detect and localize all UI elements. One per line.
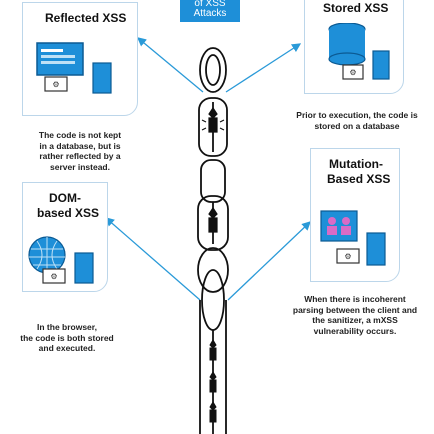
browser-server-icon: ⚙ [36, 42, 112, 94]
arrow-reflected [137, 37, 204, 93]
arrow-stored [225, 43, 302, 93]
svg-text:⚙: ⚙ [344, 252, 351, 261]
arrow-mutation [227, 221, 311, 301]
svg-text:⚙: ⚙ [50, 272, 57, 281]
caption-line: When there is incoherent [304, 294, 406, 304]
stored-xss-title: Stored XSS [323, 1, 389, 15]
caption-line: Prior to execution, the code is [296, 110, 418, 120]
caption-line: vulnerability occurs. [313, 325, 397, 336]
reflected-xss-caption: The code is not kept in a database, but … [20, 130, 140, 172]
mutation-based-xss-box: Mutation- Based XSS ⚙ [310, 148, 400, 282]
bug-icons [201, 106, 225, 423]
mutation-xss-title-line-2: Based XSS [327, 172, 391, 186]
types-of-xss-banner: of XSS Attacks [180, 0, 240, 22]
caption-line: The code is not kept [38, 130, 122, 140]
caption-line: rather reflected by a [39, 151, 121, 161]
globe-server-icon: ⚙ [28, 236, 94, 284]
banner-line-1: of XSS [194, 0, 226, 9]
caption-line: in a database, but is [39, 140, 121, 151]
mutation-xss-caption: When there is incoherent parsing between… [278, 294, 432, 336]
dom-xss-title-line-2: based XSS [37, 206, 100, 220]
dom-xss-caption: In the browser, the code is both stored … [2, 322, 132, 354]
stored-xss-caption: Prior to execution, the code is stored o… [282, 110, 432, 131]
caption-line: and executed. [38, 343, 96, 353]
reflected-xss-box: Reflected XSS ⚙ [22, 2, 138, 116]
dom-xss-title-line-1: DOM- [49, 191, 81, 205]
caption-line: stored on a database [314, 120, 400, 131]
mutation-xss-title-line-1: Mutation- [329, 157, 383, 171]
svg-text:⚙: ⚙ [52, 80, 59, 89]
stored-xss-box: Stored XSS ⚙ [304, 0, 404, 94]
database-icon: ⚙ [328, 23, 390, 80]
caption-line: parsing between the client and [292, 304, 418, 315]
svg-text:⚙: ⚙ [349, 68, 356, 77]
arrow-dom [105, 217, 201, 301]
dom-based-xss-box: DOM- based XSS ⚙ [22, 182, 108, 292]
caption-line: the sanitizer, a mXSS [312, 315, 398, 325]
caption-line: the code is both stored [20, 332, 114, 343]
caption-line: server instead. [49, 161, 110, 172]
reflected-xss-title: Reflected XSS [45, 11, 127, 25]
users-server-icon: ⚙ [320, 210, 386, 266]
caption-line: In the browser, [37, 322, 97, 332]
banner-line-2: Attacks [193, 8, 227, 19]
